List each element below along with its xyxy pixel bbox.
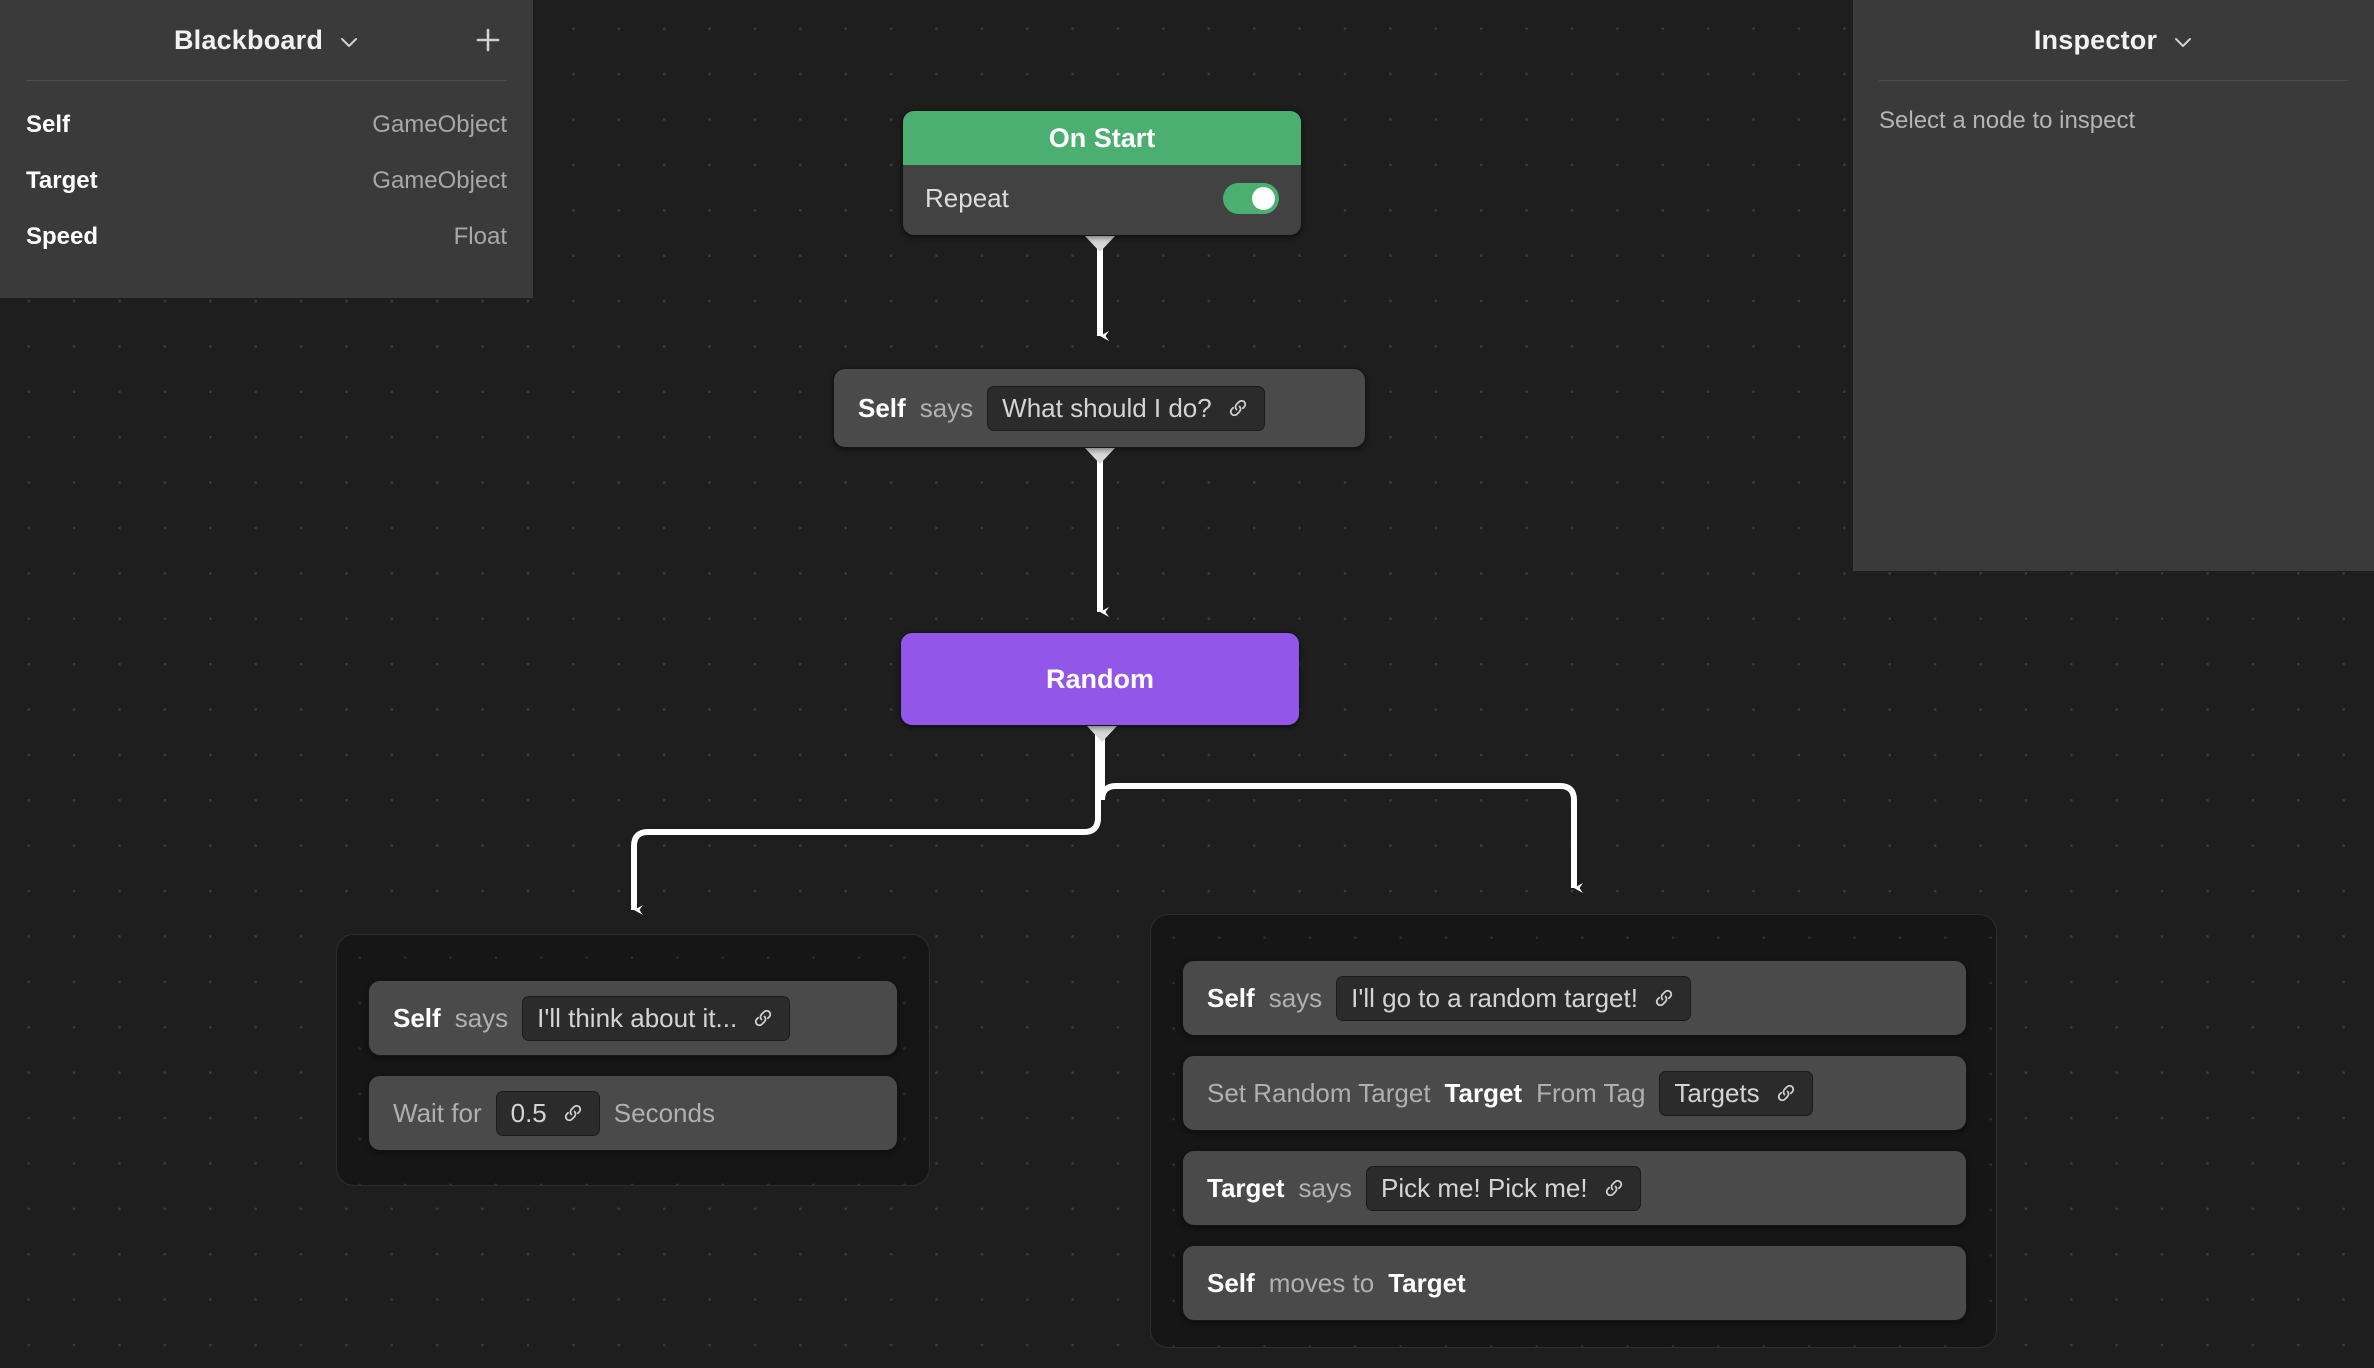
inspector-header: Inspector xyxy=(1853,0,2374,80)
repeat-toggle[interactable] xyxy=(1223,182,1279,214)
node-subject: Self xyxy=(1207,1267,1255,1298)
link-icon[interactable] xyxy=(1226,396,1250,420)
inspector-empty-message: Select a node to inspect xyxy=(1879,107,2136,134)
node-self-says-go[interactable]: Self says I'll go to a random target! xyxy=(1182,960,1967,1036)
plus-icon[interactable] xyxy=(471,23,505,57)
variable-type: Float xyxy=(453,223,507,250)
node-verb: says xyxy=(454,1002,509,1033)
node-random[interactable]: Random xyxy=(900,632,1300,726)
blackboard-divider xyxy=(26,80,507,81)
toggle-knob xyxy=(1252,186,1275,210)
node-verb: From Tag xyxy=(1536,1077,1646,1108)
node-verb: says xyxy=(919,392,974,423)
node-on-start-body: Repeat xyxy=(903,165,1301,231)
message-field[interactable]: What should I do? xyxy=(987,385,1265,431)
tag-field[interactable]: Targets xyxy=(1659,1070,1813,1116)
message-field[interactable]: I'll think about it... xyxy=(522,995,791,1041)
chevron-down-icon[interactable] xyxy=(2173,32,2193,52)
blackboard-variable-row[interactable]: Speed Float xyxy=(26,209,507,265)
message-value: Pick me! Pick me! xyxy=(1381,1172,1588,1203)
node-self-says-root[interactable]: Self says What should I do? xyxy=(833,368,1366,448)
node-subject: Self xyxy=(858,392,906,423)
message-value: I'll think about it... xyxy=(537,1002,738,1033)
blackboard-variable-row[interactable]: Self GameObject xyxy=(26,97,507,153)
node-wait-for[interactable]: Wait for 0.5 Seconds xyxy=(368,1075,898,1151)
node-self-says-think[interactable]: Self says I'll think about it... xyxy=(368,980,898,1056)
variable-type: GameObject xyxy=(372,167,507,194)
node-subject: Self xyxy=(393,1002,441,1033)
message-field[interactable]: Pick me! Pick me! xyxy=(1366,1165,1641,1211)
node-on-start-title: On Start xyxy=(903,111,1301,165)
node-object: Target xyxy=(1388,1267,1466,1298)
tag-value: Targets xyxy=(1674,1077,1760,1108)
node-on-start[interactable]: On Start Repeat xyxy=(902,110,1302,236)
message-value: I'll go to a random target! xyxy=(1351,982,1638,1013)
duration-value: 0.5 xyxy=(510,1097,547,1128)
variable-type: GameObject xyxy=(372,111,507,138)
repeat-label: Repeat xyxy=(925,182,1009,213)
message-value: What should I do? xyxy=(1002,392,1212,423)
node-verb: says xyxy=(1298,1172,1352,1203)
node-subject: Self xyxy=(1207,982,1255,1013)
blackboard-header: Blackboard xyxy=(0,0,533,80)
node-subject: Target xyxy=(1444,1077,1523,1108)
wait-prefix: Wait for xyxy=(393,1097,482,1128)
chevron-down-icon[interactable] xyxy=(339,32,359,52)
duration-field[interactable]: 0.5 xyxy=(495,1090,600,1136)
blackboard-title: Blackboard xyxy=(173,24,324,55)
link-icon[interactable] xyxy=(1652,986,1676,1010)
link-icon[interactable] xyxy=(751,1006,775,1030)
node-subject: Target xyxy=(1207,1172,1285,1203)
variable-name: Target xyxy=(26,167,98,194)
inspector-panel: Inspector Select a node to inspect xyxy=(1853,0,2374,571)
message-field[interactable]: I'll go to a random target! xyxy=(1336,975,1691,1021)
node-set-random-target[interactable]: Set Random Target Target From Tag Target… xyxy=(1182,1055,1967,1131)
wait-suffix: Seconds xyxy=(613,1097,715,1128)
link-icon[interactable] xyxy=(561,1101,585,1125)
node-random-title: Random xyxy=(1046,663,1154,694)
variable-name: Self xyxy=(26,111,71,138)
inspector-divider xyxy=(1879,80,2348,81)
node-target-says[interactable]: Target says Pick me! Pick me! xyxy=(1182,1150,1967,1226)
node-verb: says xyxy=(1268,982,1323,1013)
blackboard-panel: Blackboard Self GameObject Target GameOb… xyxy=(0,0,533,298)
node-self-moves-to[interactable]: Self moves to Target xyxy=(1182,1245,1967,1321)
link-icon[interactable] xyxy=(1602,1176,1626,1200)
node-verb: moves to xyxy=(1268,1267,1375,1298)
blackboard-variable-row[interactable]: Target GameObject xyxy=(26,153,507,209)
link-icon[interactable] xyxy=(1774,1081,1798,1105)
action-prefix: Set Random Target xyxy=(1207,1077,1431,1108)
blackboard-variable-list: Self GameObject Target GameObject Speed … xyxy=(0,81,533,265)
variable-name: Speed xyxy=(26,223,99,250)
inspector-title: Inspector xyxy=(2033,24,2158,55)
